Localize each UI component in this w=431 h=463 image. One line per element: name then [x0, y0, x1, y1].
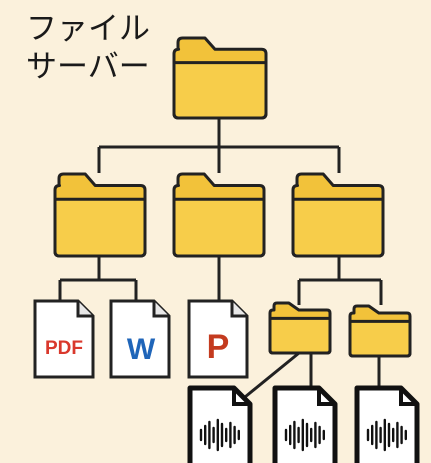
audio-file-icon	[187, 385, 253, 463]
folder-icon	[172, 172, 266, 258]
pdf-label: PDF	[45, 338, 83, 359]
audio-file-fold	[232, 388, 250, 406]
folder-icon	[268, 301, 332, 355]
folder-front	[291, 197, 385, 258]
word-file-icon: W	[109, 299, 171, 379]
word-label: W	[127, 333, 156, 366]
audio-file-fold	[317, 388, 335, 406]
audio-file-body	[354, 385, 420, 463]
powerpoint-file-icon: P	[187, 299, 249, 379]
audio-file-icon	[272, 385, 338, 463]
powerpoint-label: P	[207, 328, 230, 366]
folder-icon	[348, 304, 412, 358]
pdf-file-icon: PDF	[33, 299, 95, 379]
audio-file-body	[272, 385, 338, 463]
audio-file-body	[187, 385, 253, 463]
folder-icon	[291, 172, 385, 258]
folder-front	[172, 197, 266, 258]
tree-connectors	[58, 117, 383, 399]
title-line-2: サーバー	[26, 49, 150, 85]
folder-front	[172, 61, 268, 120]
folder-front	[53, 197, 147, 258]
root-folder-icon	[172, 36, 268, 120]
title-line-1: ファイル	[26, 11, 150, 47]
audio-file-icon	[354, 385, 420, 463]
folder-icon	[53, 172, 147, 258]
audio-file-fold	[399, 388, 417, 406]
folder-front	[268, 316, 332, 355]
folder-front	[348, 319, 412, 358]
